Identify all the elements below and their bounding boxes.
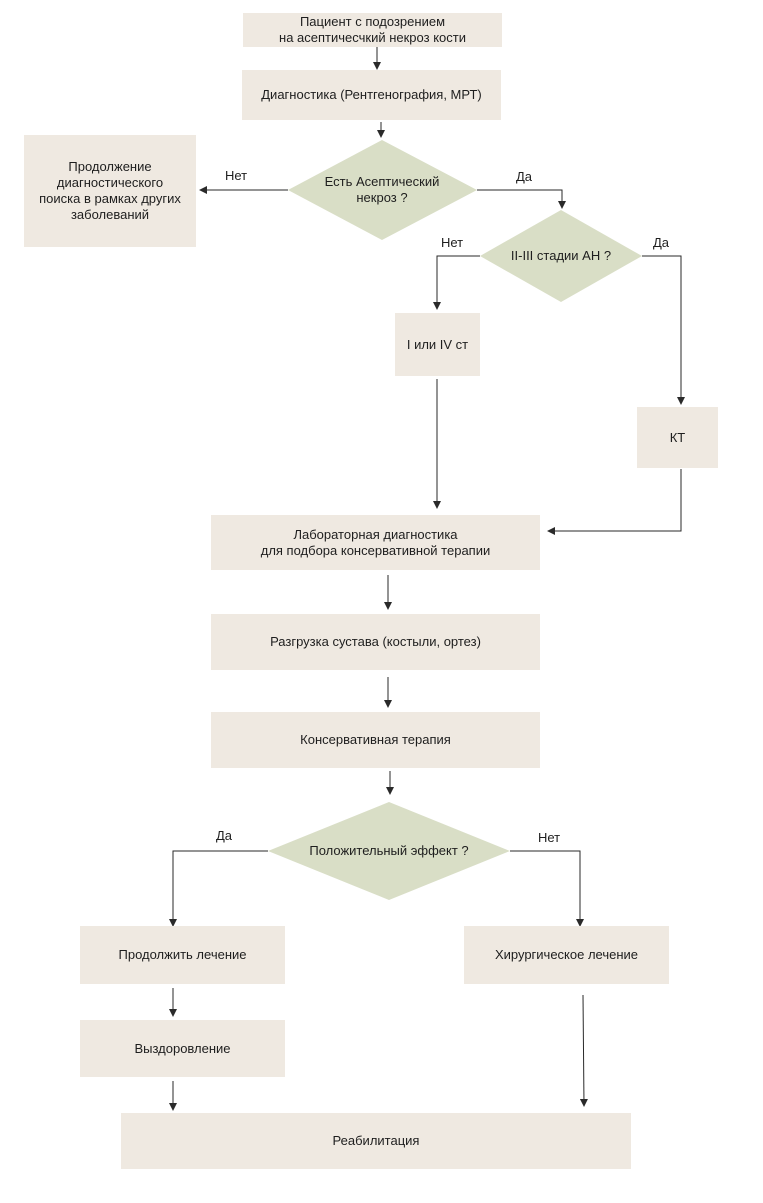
decision-aseptic-necrosis-shape [288, 140, 477, 240]
node-joint-unloading: Разгрузка сустава (костыли, ортез) [211, 614, 540, 670]
decision-stage-shape [480, 210, 642, 302]
decision-positive-effect: Положительный эффект ? [282, 841, 496, 861]
edge-decision-yes-to-stage [477, 189, 566, 209]
node-patient-suspected: Пациент с подозрением на асептичесчкий н… [243, 13, 502, 47]
node-stage-1-or-4-label: I или IV ст [406, 336, 469, 352]
edge-stage-yes-to-ct [642, 255, 685, 405]
node-other-diagnostic-search: Продолжение диагностического поиска в ра… [24, 135, 196, 247]
node-diagnostics-label: Диагностика (Рентгенография, МРТ) [261, 87, 482, 102]
node-joint-unloading-label: Разгрузка сустава (костыли, ортез) [270, 634, 481, 649]
edge-label-stage-yes: Да [653, 235, 670, 250]
edge-label-aseptic-yes: Да [516, 169, 533, 184]
node-ct-label: КТ [669, 429, 686, 445]
node-recovery: Выздоровление [80, 1020, 285, 1077]
decision-effect-shape [268, 802, 510, 900]
edge-surgery-to-rehab [579, 994, 588, 1107]
edge-effect-yes-to-continue [169, 850, 268, 927]
node-lab-diagnostics: Лабораторная диагностика для подбора кон… [211, 515, 540, 570]
edge-label-effect-no: Нет [538, 830, 561, 845]
node-rehabilitation: Реабилитация [121, 1113, 631, 1169]
edge-stage-no-to-stage-1-4 [433, 255, 480, 310]
node-lab-diagnostics-label: Лабораторная диагностика для подбора кон… [260, 526, 491, 558]
node-continue-treatment-label: Продолжить лечение [118, 947, 247, 962]
node-surgical-treatment: Хирургическое лечение [464, 926, 669, 984]
decision-positive-effect-label: Положительный эффект ? [309, 843, 469, 858]
decision-stage-label: II-III стадии АН ? [510, 248, 612, 263]
edge-ct-to-lab [547, 469, 682, 535]
node-recovery-label: Выздоровление [134, 1040, 231, 1056]
node-ct: КТ [637, 407, 718, 468]
node-stage-1-or-4: I или IV ст [395, 313, 480, 376]
node-diagnostics: Диагностика (Рентгенография, МРТ) [242, 70, 501, 120]
node-conservative-therapy: Консервативная терапия [211, 712, 540, 768]
node-other-diagnostic-search-label: Продолжение диагностического поиска в ра… [39, 159, 181, 222]
node-continue-treatment: Продолжить лечение [80, 926, 285, 984]
edge-label-stage-no: Нет [441, 235, 464, 250]
node-conservative-therapy-label: Консервативная терапия [300, 732, 451, 747]
decision-aseptic-necrosis-label: Есть Асептический некроз ? [324, 174, 440, 205]
node-patient-suspected-label: Пациент с подозрением на асептичесчкий н… [279, 14, 466, 45]
edge-label-aseptic-no: Нет [225, 168, 248, 183]
edge-effect-no-to-surgery [510, 850, 584, 927]
node-rehabilitation-label: Реабилитация [332, 1133, 420, 1148]
decision-stage: II-III стадии АН ? [490, 246, 632, 266]
decision-aseptic-necrosis: Есть Асептический некроз ? [300, 168, 464, 212]
node-surgical-treatment-label: Хирургическое лечение [494, 947, 639, 962]
edge-label-effect-yes: Да [216, 828, 233, 843]
